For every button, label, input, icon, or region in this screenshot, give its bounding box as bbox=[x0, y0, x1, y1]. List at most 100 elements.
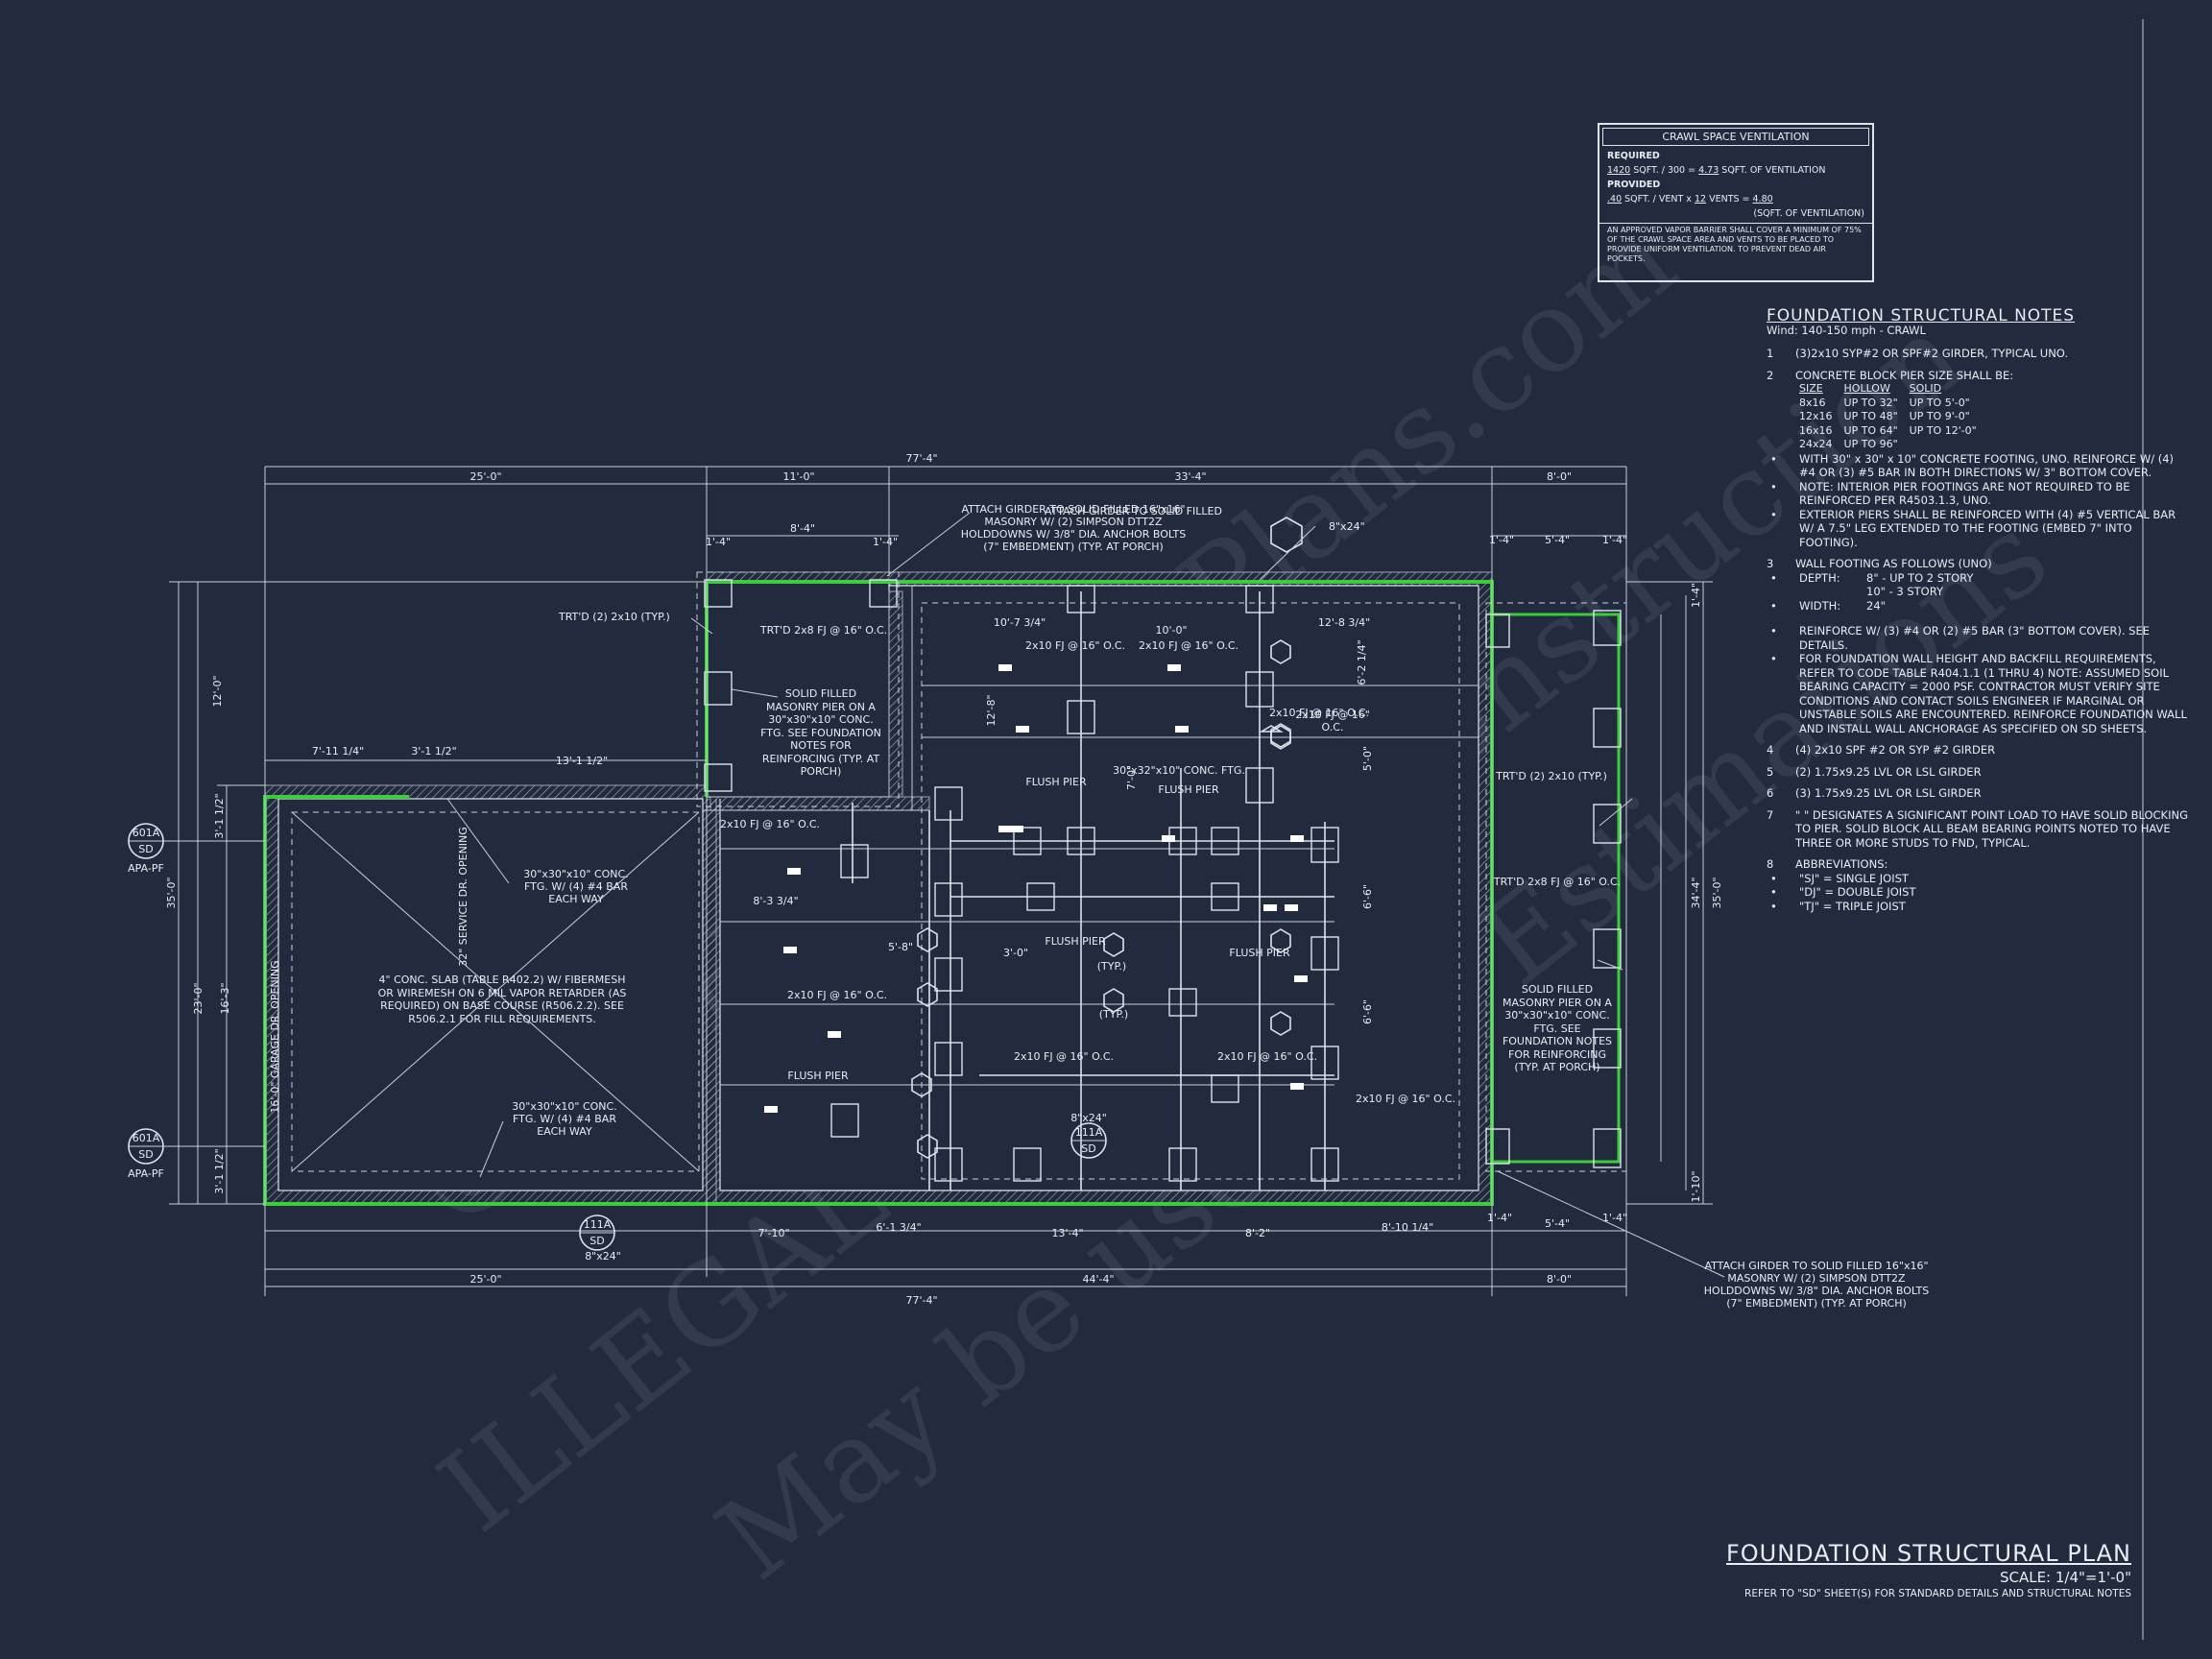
label-fj-5: 2x10 FJ @ 16" O.C. bbox=[787, 989, 887, 1001]
inner-dim-12: 6'-6" bbox=[1361, 999, 1374, 1024]
label-typ-2: (TYP.) bbox=[1099, 1008, 1128, 1021]
note-7-text: " " DESIGNATES A SIGNIFICANT POINT LOAD … bbox=[1795, 807, 2189, 850]
dim-right-mid: 34'-4" bbox=[1690, 877, 1702, 908]
abbr-3: •"TJ" = TRIPLE JOIST bbox=[1770, 899, 1906, 913]
dim-right-top: 1'-4" bbox=[1690, 583, 1702, 608]
inner-dim-11: 6'-6" bbox=[1361, 884, 1374, 909]
label-flush-pier-3: FLUSH PIER bbox=[1045, 935, 1106, 948]
dim-garage-w1: 7'-11 1/4" bbox=[312, 745, 364, 757]
note-3-bullet-2: •FOR FOUNDATION WALL HEIGHT AND BACKFILL… bbox=[1770, 652, 2187, 735]
dim-brp1: 1'-4" bbox=[1487, 1212, 1512, 1224]
note-1-num: 1 bbox=[1767, 347, 1774, 360]
note-6-text: (3) 1.75x9.25 LVL OR LSL GIRDER bbox=[1795, 786, 1982, 800]
note-5-text: (2) 1.75x9.25 LVL OR LSL GIRDER bbox=[1795, 764, 1982, 779]
section-tags: 601A SD APA-PF 601A SD APA-PF 111A SD 11… bbox=[128, 823, 1107, 1251]
girders bbox=[720, 591, 1479, 1190]
dimension-lines bbox=[169, 466, 1713, 1296]
tag-bot-left-sub: APA-PF bbox=[128, 1167, 164, 1180]
provided-formula: SQFT. / VENT x bbox=[1624, 194, 1692, 204]
dim-left-small1: 3'-1 1/2" bbox=[213, 793, 226, 838]
notes-title: FOUNDATION STRUCTURAL NOTES bbox=[1767, 306, 2076, 325]
dim-left-inner: 16'-3" bbox=[219, 982, 231, 1014]
note-5: 5 (2) 1.75x9.25 LVL OR LSL GIRDER bbox=[1767, 765, 2189, 780]
dim-rp-mid: 5'-4" bbox=[1545, 534, 1570, 546]
garage-dashed-outline bbox=[291, 811, 700, 1172]
pier-table-cell: 24x24 bbox=[1799, 438, 1833, 450]
note-4-text: (4) 2x10 SPF #2 OR SYP #2 GIRDER bbox=[1795, 743, 1996, 757]
label-fj-7: 2x10 FJ @ 16" O.C. bbox=[1217, 1050, 1317, 1063]
tag-bottom-sheet: SD bbox=[589, 1235, 604, 1247]
plan-scale: SCALE: 1/4"=1'-0" bbox=[1999, 1569, 2131, 1586]
dim-bseg4: 8'-2" bbox=[1245, 1227, 1270, 1239]
foundation-notes: FOUNDATION STRUCTURAL NOTES Wind: 140-15… bbox=[1767, 306, 2189, 913]
note-8: 8 ABBREVIATIONS: bbox=[1767, 857, 2189, 872]
inner-dim-2: 10'-0" bbox=[1155, 624, 1187, 637]
label-garage-door: 16'-0" GARAGE DR. OPENING bbox=[269, 960, 281, 1113]
dim-right-bot: 1'-10" bbox=[1690, 1170, 1702, 1202]
note-2-num: 2 bbox=[1767, 368, 1774, 382]
provided-area: .40 bbox=[1607, 194, 1623, 204]
tag-bot-left-num: 601A bbox=[132, 1132, 160, 1144]
label-fj-1: 2x10 FJ @ 16" O.C. bbox=[1025, 639, 1125, 652]
tag-center-sheet: SD bbox=[1081, 1142, 1095, 1155]
dim-top-mid2: 33'-4" bbox=[1174, 470, 1206, 483]
label-fj-3: 2x10 FJ @ 16" O.C. bbox=[1269, 707, 1369, 719]
pier-table-cell: UP TO 12'-0" bbox=[1909, 423, 1977, 437]
pier-table-header: SOLID bbox=[1909, 382, 1942, 395]
note-1-text: (3)2x10 SYP#2 OR SPF#2 GIRDER, TYPICAL U… bbox=[1795, 347, 2069, 360]
plan-reference: REFER TO "SD" SHEET(S) FOR STANDARD DETA… bbox=[1744, 1588, 2131, 1599]
interior-piers bbox=[830, 585, 1339, 1182]
dim-bseg3: 13'-4" bbox=[1051, 1227, 1083, 1239]
note-3-bullet-1: •REINFORCE W/ (3) #4 OR (2) #5 BAR (3" B… bbox=[1770, 624, 2150, 652]
dim-left-overall: 35'-0" bbox=[165, 877, 178, 908]
annotation-labels: ATTACH GIRDER TO SOLID FILLED TRT'D (2) … bbox=[269, 505, 1621, 1262]
label-solid-pier-left: SOLID FILLED MASONRY PIER ON A 30"x30"x1… bbox=[760, 687, 881, 778]
dimension-texts: 77'-4" 25'-0" 11'-0" 33'-4" 8'-0" 8'-4" … bbox=[165, 452, 1723, 1307]
label-fj-2: 2x10 FJ @ 16" O.C. bbox=[1139, 639, 1238, 652]
dim-top-left: 25'-0" bbox=[469, 470, 501, 483]
crawl-space-title: CRAWL SPACE VENTILATION bbox=[1602, 128, 1869, 146]
label-pier-size-1: 8"x24" bbox=[1329, 520, 1365, 533]
note-3-text: WALL FOOTING AS FOLLOWS (UNO) bbox=[1795, 557, 1992, 570]
left-porch-outline bbox=[696, 571, 900, 807]
pier-table-cell: 8x16 bbox=[1799, 396, 1826, 409]
dim-bseg5: 8'-10 1/4" bbox=[1382, 1221, 1433, 1234]
pier-table-cell bbox=[1910, 438, 1988, 452]
dim-left-small2: 3'-1 1/2" bbox=[213, 1148, 226, 1193]
label-pier-size-3: 8"x24" bbox=[585, 1250, 621, 1262]
required-formula: SQFT. / 300 = bbox=[1633, 165, 1696, 176]
crawl-space-note: AN APPROVED VAPOR BARRIER SHALL COVER A … bbox=[1599, 223, 1872, 266]
label-attach-girder-top-1: ATTACH GIRDER TO SOLID FILLED bbox=[1045, 505, 1222, 517]
note-5-num: 5 bbox=[1767, 764, 1774, 779]
tag-top-left-sub: APA-PF bbox=[128, 862, 164, 875]
notes-subtitle: Wind: 140-150 mph - CRAWL bbox=[1767, 323, 1926, 337]
tag-bottom-num: 111A bbox=[584, 1218, 612, 1231]
dim-bottom-right: 8'-0" bbox=[1547, 1273, 1572, 1286]
label-attach-girder-top: ATTACH GIRDER TO SOLID FILLED 16"x16" MA… bbox=[960, 503, 1187, 553]
note-3-num: 3 bbox=[1767, 557, 1774, 570]
label-flush-pier-5: FLUSH PIER bbox=[787, 1070, 849, 1082]
inner-dim-4: 5'-8" bbox=[888, 941, 913, 953]
pier-table-cell: 12x16 bbox=[1799, 410, 1833, 422]
provided-result: 4.80 bbox=[1752, 194, 1773, 204]
dim-porch-edge-r: 1'-4" bbox=[873, 536, 898, 548]
label-typ-1: (TYP.) bbox=[1097, 960, 1126, 973]
inner-dim-5: 8'-3 3/4" bbox=[753, 895, 798, 907]
note-2-bullet-1: •WITH 30" x 30" x 10" CONCRETE FOOTING, … bbox=[1770, 451, 2175, 480]
note-4: 4 (4) 2x10 SPF #2 OR SYP #2 GIRDER bbox=[1767, 743, 2189, 757]
inner-dim-3: 12'-8 3/4" bbox=[1318, 616, 1370, 629]
dim-garage-w3: 13'-1 1/2" bbox=[556, 755, 608, 767]
label-attach-girder-bottom: ATTACH GIRDER TO SOLID FILLED 16"x16" MA… bbox=[1703, 1260, 1930, 1310]
label-solid-pier-right: SOLID FILLED MASONRY PIER ON A 30"x30"x1… bbox=[1502, 983, 1613, 1073]
dim-garage-w2: 3'-1 1/2" bbox=[411, 745, 456, 757]
inner-dim-6: 3'-0" bbox=[1003, 947, 1028, 959]
label-service-door: 32" SERVICE DR. OPENING bbox=[457, 827, 469, 967]
dim-brp2: 5'-4" bbox=[1545, 1217, 1570, 1230]
title-block: FOUNDATION STRUCTURAL PLAN SCALE: 1/4"=1… bbox=[1632, 1540, 2131, 1599]
label-trtd-left: TRT'D (2) 2x10 (TYP.) bbox=[558, 611, 670, 623]
label-trtd-fj-right: TRT'D 2x8 FJ @ 16" O.C. bbox=[1493, 876, 1621, 888]
label-fj-9: 2x10 FJ @ 16" O.C. bbox=[1295, 709, 1370, 733]
inner-dim-9: 6'-2 1/4" bbox=[1356, 639, 1368, 685]
note-7: 7 " " DESIGNATES A SIGNIFICANT POINT LOA… bbox=[1767, 808, 2189, 851]
dim-brp3: 1'-4" bbox=[1602, 1212, 1627, 1224]
